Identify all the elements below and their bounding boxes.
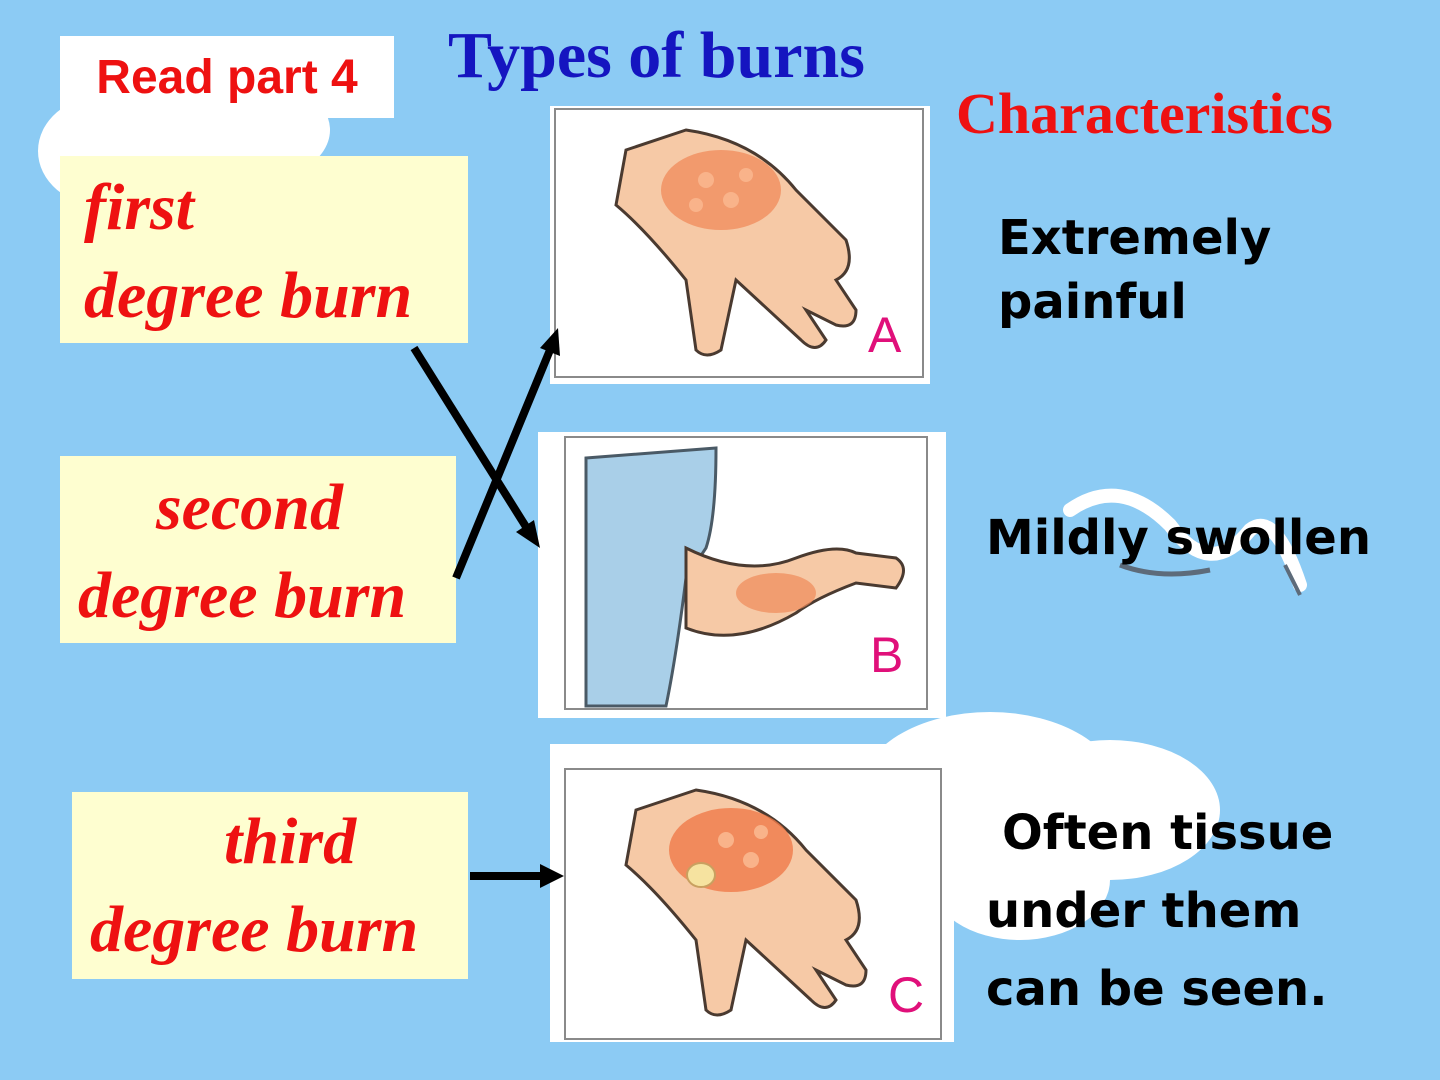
characteristic-mildly-swollen: Mildly swollen [986, 508, 1371, 568]
seagull-icon [1063, 488, 1307, 596]
characteristic-line: Often tissue [1002, 805, 1334, 861]
characteristic-line: under them [986, 883, 1302, 939]
picture-letter: C [888, 967, 925, 1023]
characteristics-heading: Characteristics [956, 81, 1333, 146]
arrow-head [540, 864, 564, 888]
burned-arm-icon [584, 446, 905, 708]
burned-hand-icon [614, 128, 858, 357]
characteristic-line: can be seen. [986, 961, 1328, 1017]
characteristic-line: painful [998, 274, 1187, 330]
arrow-head [516, 520, 540, 548]
page-title: Types of burns [448, 19, 865, 92]
burn-label-line1: second [156, 471, 343, 544]
burn-label-line2: degree burn [90, 893, 419, 966]
picture-letter: A [868, 307, 902, 363]
characteristic-line: Mildly swollen [986, 510, 1372, 566]
characteristic-extremely-painful: Extremely painful [998, 206, 1271, 334]
burn-label-second: second degree burn [60, 456, 456, 643]
picture-b: B [538, 432, 946, 718]
arrow-head [540, 328, 560, 356]
arrow-second-to-a [452, 348, 554, 580]
burn-label-first: first degree burn [60, 156, 468, 343]
burned-hand-icon [624, 788, 868, 1017]
characteristic-line: Extremely [998, 210, 1272, 266]
arrow-first-to-b [410, 345, 532, 533]
burn-label-third: third degree burn [72, 792, 468, 979]
picture-a: A [550, 106, 930, 384]
burn-label-line2: degree burn [84, 259, 413, 332]
cloud-decoration [930, 820, 1110, 940]
burn-label-line1: third [224, 805, 357, 878]
read-part-badge: Read part 4 [60, 36, 394, 118]
burn-label-line1: first [84, 171, 195, 244]
picture-letter: B [870, 627, 904, 683]
characteristic-tissue-seen: Often tissue under them can be seen. [986, 794, 1333, 1028]
picture-c: C [550, 744, 954, 1042]
burn-label-line2: degree burn [78, 559, 407, 632]
